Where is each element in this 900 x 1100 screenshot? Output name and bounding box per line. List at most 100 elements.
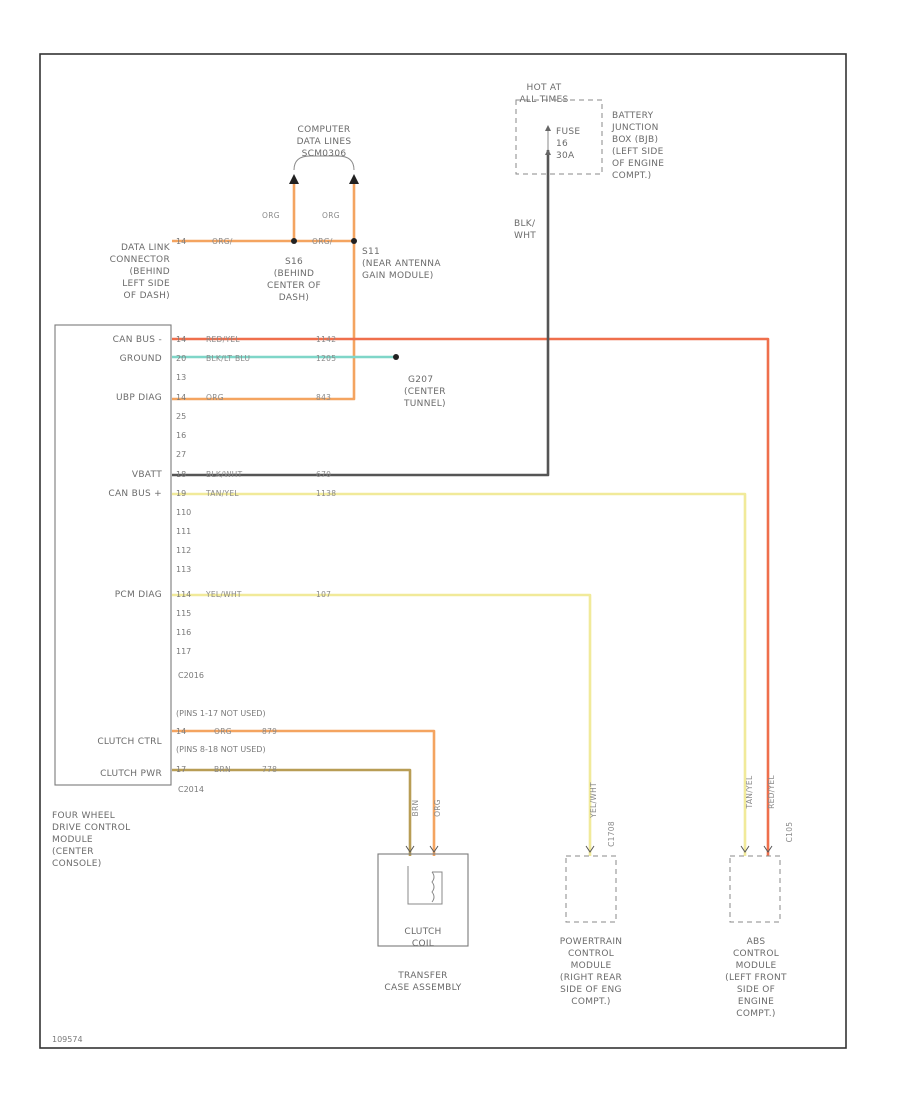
connector-chevron-icon: [763, 845, 773, 853]
wire-ubp-diag: [172, 241, 356, 401]
label-line: POWERTRAIN: [560, 937, 623, 947]
diagram-frame: [39, 53, 847, 1049]
circuit-number: 107: [316, 590, 331, 599]
battery-junction-box-label: BATTERY JUNCTION BOX (BJB) (LEFT SIDE OF…: [611, 111, 664, 181]
s16-wire-label: ORG/: [312, 237, 333, 246]
battery-junction-box-outline: [515, 99, 603, 175]
label-line: FOUR WHEEL: [52, 811, 115, 821]
computer-data-lines-label: COMPUTER DATA LINES SCM0306: [297, 125, 352, 159]
abs-wire-label-2: RED/YEL: [767, 775, 776, 809]
pin-function-label: PCM DIAG: [115, 590, 162, 600]
splice-s11-label: S11 (NEAR ANTENNA GAIN MODULE): [362, 247, 441, 281]
label-line: COMPT.): [612, 171, 651, 181]
label-line: (CENTER: [404, 387, 446, 397]
wire-label-org: ORG: [322, 211, 340, 220]
ground-g207-dot: [393, 354, 399, 360]
label-line: MODULE: [52, 835, 93, 845]
label-line: OF ENGINE: [612, 159, 664, 169]
label-line: DASH): [279, 293, 309, 303]
label-line: FUSE: [556, 127, 580, 137]
label-line: LEFT SIDE: [122, 279, 170, 289]
label-line: SIDE OF: [737, 985, 775, 995]
circuit-number: 670: [316, 470, 331, 479]
pcm-connector-label: C1708: [607, 821, 616, 847]
clutch-pwr-pin: 17: [176, 765, 186, 774]
pin-number: 14: [176, 335, 186, 344]
label-line: SCM0306: [302, 149, 347, 159]
wires-layer: [172, 150, 773, 856]
label-line: G207: [408, 375, 433, 385]
pin-function-label: CAN BUS +: [108, 489, 162, 499]
abs-wire-label-1: TAN/YEL: [745, 775, 754, 809]
splice-s11-dot: [351, 238, 357, 244]
label-line: ALL TIMES: [519, 95, 568, 105]
pcm-outline: [565, 855, 617, 923]
connector-chevron-icon: [740, 845, 750, 853]
label-line: COIL: [412, 939, 434, 949]
four-wheel-drive-module-box: [54, 324, 172, 786]
label-line: ABS: [747, 937, 766, 947]
connector-chevron-icon: [429, 845, 439, 853]
label-line: CONTROL: [568, 949, 614, 959]
label-line: MODULE: [736, 961, 777, 971]
label-line: MODULE: [571, 961, 612, 971]
fuse-label: FUSE 16 30A: [556, 127, 580, 161]
label-line: S11: [362, 247, 380, 257]
wire-vbatt: [172, 150, 550, 477]
computer-data-lines-bracket: [293, 155, 355, 171]
label-line: TRANSFER: [397, 971, 448, 981]
label-line: DATA LINK: [121, 243, 171, 253]
wire-pcm-diag: [172, 593, 592, 856]
wire-color-label: RED/YEL: [206, 335, 240, 344]
pin-number: 19: [176, 489, 186, 498]
connector-c2014: C2014: [178, 785, 204, 794]
label-line: CONSOLE): [52, 859, 102, 869]
wire-color-label: BLK/LT BLU: [206, 354, 250, 363]
fuse-arrow-icon: [545, 125, 551, 131]
label-line: (BEHIND: [129, 267, 170, 277]
wire-blk-wht-label: BLK/ WHT: [514, 219, 536, 241]
wire-can-plus: [172, 492, 747, 856]
label-line: ENGINE: [738, 997, 774, 1007]
circuit-number: 1138: [316, 489, 336, 498]
clutch-ctrl-pin: 14: [176, 727, 186, 736]
pin-number: 13: [176, 373, 186, 382]
label-line: COMPT.): [571, 997, 610, 1007]
pin-number: 110: [176, 508, 191, 517]
pin-number: 27: [176, 450, 186, 459]
label-line: HOT AT: [527, 83, 562, 93]
circuit-number: 1205: [316, 354, 336, 363]
clutch-pwr-label: CLUTCH PWR: [100, 769, 162, 779]
label-line: COMPT.): [736, 1009, 775, 1019]
label-line: (BEHIND: [274, 269, 315, 279]
four-wheel-drive-module-name: FOUR WHEEL DRIVE CONTROL MODULE (CENTER …: [52, 811, 130, 869]
circuit-number: 843: [316, 393, 331, 402]
clutch-coil-symbol: [407, 866, 443, 905]
label-line: CLUTCH: [404, 927, 441, 937]
label-line: JUNCTION: [611, 123, 659, 133]
wire-color-label: TAN/YEL: [205, 489, 239, 498]
abs-module-label: ABS CONTROL MODULE (LEFT FRONT SIDE OF E…: [725, 937, 787, 1019]
label-line: CASE ASSEMBLY: [384, 983, 461, 993]
label-line: BATTERY: [612, 111, 654, 121]
coil-icon: [431, 871, 435, 903]
connector-chevron-icon: [585, 845, 595, 853]
clutch-ctrl-label: CLUTCH CTRL: [97, 737, 162, 747]
pin-number: 114: [176, 590, 191, 599]
ground-g207-label: G207 (CENTER TUNNEL): [403, 375, 446, 409]
connector-c2016: C2016: [178, 671, 204, 680]
dlc-pin-number: 14: [176, 237, 186, 246]
label-line: 30A: [556, 151, 575, 161]
pin-number: 20: [176, 354, 186, 363]
hot-at-all-times-label: HOT AT ALL TIMES: [519, 83, 568, 105]
clutch-pwr-circuit: 778: [262, 765, 277, 774]
pin-number: 25: [176, 412, 186, 421]
label-line: BOX (BJB): [612, 135, 658, 145]
pins-note-1: (PINS 1-17 NOT USED): [176, 709, 266, 718]
label-line: GAIN MODULE): [362, 271, 434, 281]
pin-number: 111: [176, 527, 191, 536]
pins-note-2: (PINS 8-18 NOT USED): [176, 745, 266, 754]
fuse-arrow-icon: [545, 149, 551, 155]
wire-clutch-ctrl: [172, 729, 436, 856]
label-line: DRIVE CONTROL: [52, 823, 130, 833]
